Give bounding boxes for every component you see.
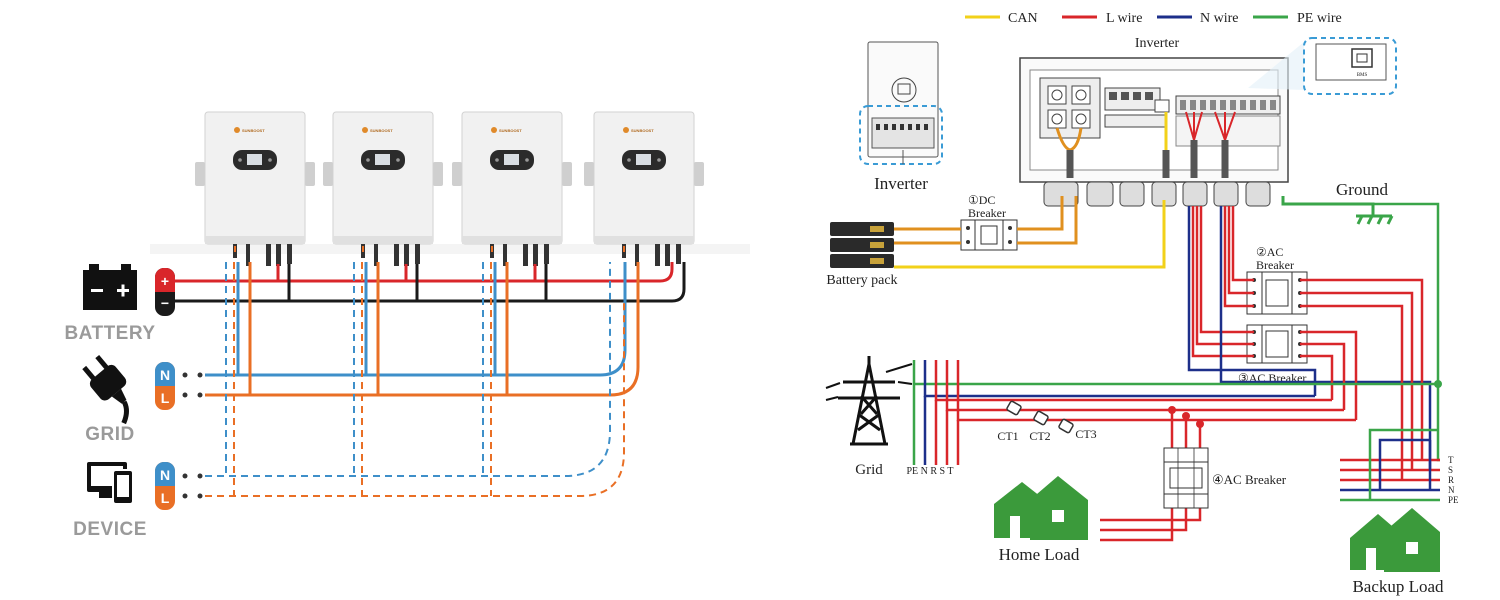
brand-label: SUNBOOST: [631, 128, 654, 133]
grid-label: GRID: [85, 424, 135, 445]
can-wire: [894, 200, 1166, 269]
home-branch-wires: [1100, 410, 1202, 542]
ac-breaker-4-label: ④AC Breaker: [1212, 472, 1287, 487]
transmission-tower-icon: [825, 356, 913, 446]
ct2-label: CT2: [1029, 429, 1050, 443]
highlight-box: [859, 105, 943, 165]
backup-terminal-t: T: [1448, 455, 1454, 465]
ground-label: Ground: [1336, 180, 1388, 199]
ct3-label: CT3: [1075, 427, 1096, 441]
battery-pack-icon: [830, 222, 894, 268]
home-load-label: Home Load: [999, 545, 1080, 564]
plug-icon: [82, 354, 129, 425]
floor-shadow: [150, 244, 750, 254]
backup-load-label: Backup Load: [1352, 577, 1444, 596]
battery-label: BATTERY: [64, 323, 155, 344]
device-neutral-label: N: [160, 467, 170, 483]
inverter-title: Inverter: [1135, 36, 1180, 51]
grid-line-label: L: [161, 390, 170, 406]
inverter-unit-4: SUNBOOST: [584, 111, 704, 245]
inverter-connectors: [233, 244, 681, 266]
bms-port-callout: BMS: [1248, 37, 1397, 95]
grid-terminals: N L: [155, 362, 175, 410]
backup-terminal-s: S: [1448, 465, 1453, 475]
ground-symbol-icon: [1281, 196, 1394, 225]
inverter-unit-1: SUNBOOST: [195, 111, 315, 245]
positive-terminal-label: +: [161, 273, 169, 289]
device-bus: [205, 262, 625, 497]
ct1-label: CT1: [997, 429, 1018, 443]
current-transformers: [1006, 400, 1074, 434]
brand-logo-icon: [491, 127, 497, 133]
grid-terminal-labels: PE N R S T: [906, 466, 953, 477]
backup-terminal-n: N: [1448, 485, 1455, 495]
brand-label: SUNBOOST: [242, 128, 265, 133]
dc-breaker-label: ①DC: [968, 193, 995, 207]
dc-breaker: [960, 219, 1018, 251]
brand-logo-icon: [362, 127, 368, 133]
legend-pe-wire: PE wire: [1297, 11, 1342, 26]
brand-label: SUNBOOST: [370, 128, 393, 133]
grid-main-lines: [912, 360, 1438, 465]
legend-n-wire: N wire: [1200, 11, 1239, 26]
inverter-unit-3: SUNBOOST: [452, 111, 572, 245]
ac-breaker-2: [1246, 271, 1308, 315]
brand-logo-icon: [623, 127, 629, 133]
backup-terminal-pe: PE: [1448, 495, 1459, 505]
brand-logo-icon: [234, 127, 240, 133]
ac-breaker-2-label: ②AC: [1256, 245, 1283, 259]
three-phase-wiring-diagram: CAN L wire N wire PE wire Inverter Inver…: [825, 11, 1459, 596]
bms-label: BMS: [1357, 73, 1368, 78]
legend-l-wire: L wire: [1106, 11, 1142, 26]
battery-terminals: + −: [155, 268, 175, 316]
inverter-wiring-panel: [1019, 57, 1289, 207]
grid-input-wires: [1300, 330, 1358, 420]
grid-neutral-label: N: [160, 367, 170, 383]
inverter-thumbnail: [859, 41, 943, 165]
inverter-ac-wires: [1187, 206, 1432, 470]
pe-junction: [1434, 380, 1442, 388]
battery-bus: [175, 262, 686, 303]
inverter-thumb-label: Inverter: [874, 174, 928, 193]
backup-terminal-r: R: [1448, 475, 1454, 485]
dc-breaker-label-2: Breaker: [968, 206, 1006, 220]
ac-breaker-2-label-2: Breaker: [1256, 258, 1294, 272]
device-label: DEVICE: [73, 519, 147, 540]
legend-can: CAN: [1008, 11, 1038, 26]
battery-icon: [83, 264, 137, 310]
battery-pack-label: Battery pack: [826, 273, 897, 288]
terminal-dots: [182, 372, 203, 499]
home-load-icon: [994, 476, 1088, 540]
backup-output-wires: [1300, 278, 1424, 480]
negative-terminal-label: −: [161, 295, 169, 311]
wire-legend: CAN L wire N wire PE wire: [965, 11, 1342, 26]
inverter-unit-2: SUNBOOST: [323, 111, 443, 245]
device-line-label: L: [161, 490, 170, 506]
parallel-system-diagram: SUNBOOST SUNBOOST SUNBOOST: [64, 111, 750, 540]
ac-breaker-4: [1163, 447, 1209, 509]
backup-load-icon: [1350, 508, 1440, 572]
ac-breaker-3: [1246, 324, 1308, 364]
grid-label-right: Grid: [855, 462, 883, 478]
backup-terminal-lines: [1340, 428, 1440, 502]
device-icon: [87, 462, 134, 505]
device-terminals: N L: [155, 462, 175, 510]
brand-label: SUNBOOST: [499, 128, 522, 133]
dc-wires: [894, 196, 1078, 245]
